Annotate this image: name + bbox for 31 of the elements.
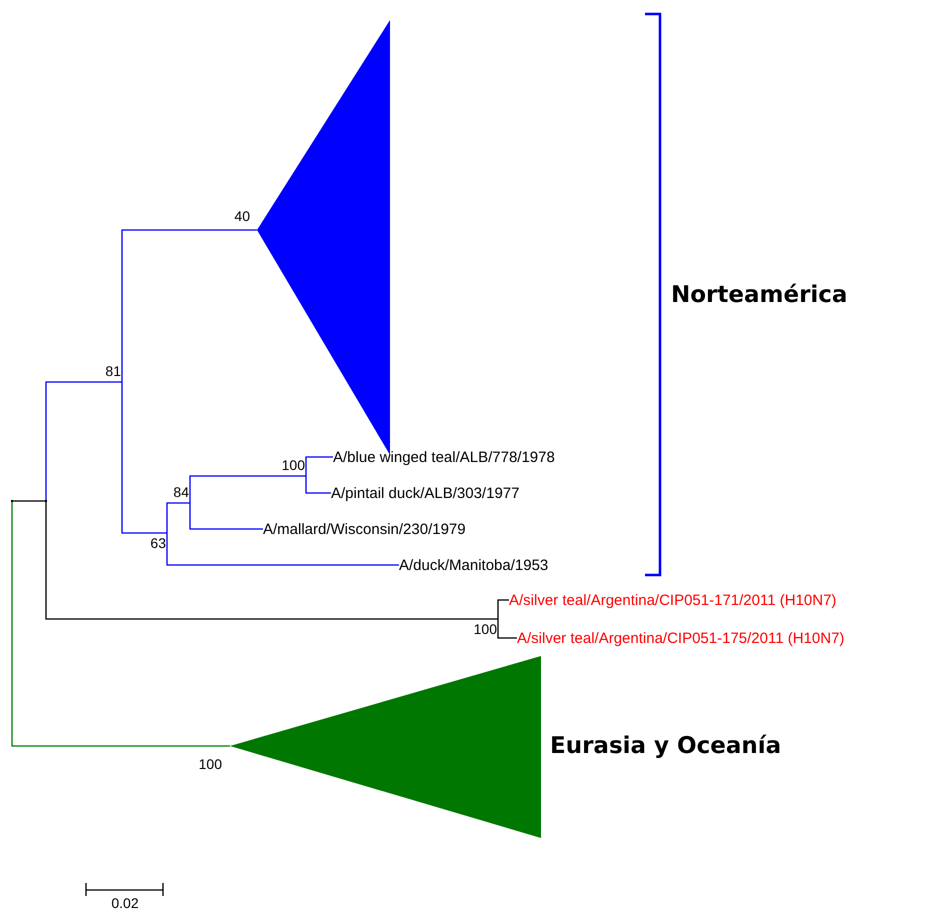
tree-branch (305, 476, 331, 494)
tree-branch (189, 503, 263, 530)
tree-branch (497, 599, 509, 619)
taxon-label: A/silver teal/Argentina/CIP051-171/2011 (H10N7) (509, 592, 836, 608)
scale-value: 0.02 (111, 896, 139, 910)
taxon-label: A/mallard/Wisconsin/230/1979 (263, 522, 466, 536)
bootstrap-value: 100 (474, 622, 497, 636)
tree-branch (189, 475, 306, 503)
tree-branch (305, 456, 333, 476)
tree-branch (121, 229, 257, 382)
tree-branch (121, 382, 167, 534)
bootstrap-value: 100 (198, 757, 222, 771)
taxon-label: A/blue winged teal/ALB/778/1978 (333, 450, 555, 464)
tree-branch (11, 501, 230, 747)
taxon-label: A/pintail duck/ALB/303/1977 (331, 486, 520, 500)
tree-branch (45, 501, 498, 620)
bootstrap-value: 84 (173, 485, 189, 499)
tree-branch (497, 619, 517, 639)
clade-label: Eurasia y Oceanía (550, 734, 782, 758)
bootstrap-value: 100 (282, 458, 305, 472)
taxon-label: A/duck/Manitoba/1953 (399, 558, 548, 572)
tree-branch (166, 533, 399, 566)
bootstrap-value: 81 (105, 364, 121, 378)
tree-branch (166, 502, 190, 533)
taxon-label: A/silver teal/Argentina/CIP051-175/2011 (H10N7) (517, 630, 844, 646)
collapsed-clade-triangle (230, 656, 541, 838)
bootstrap-value: 40 (234, 209, 250, 223)
bootstrap-value: 63 (150, 536, 166, 550)
clade-label: Norteamérica (671, 284, 848, 306)
tree-branch (45, 381, 122, 501)
tree-branch (11, 500, 46, 502)
